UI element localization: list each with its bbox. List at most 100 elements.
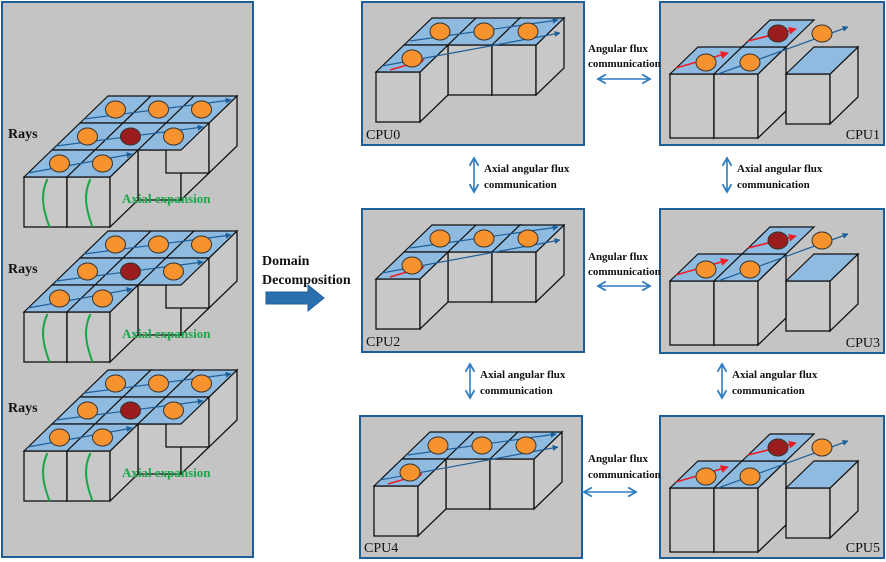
axial-expansion-label: Axial expansion <box>122 326 211 341</box>
angular-flux-comm-cpu0-cpu1: Angular flux communication <box>588 43 661 85</box>
cpu-panel-5: CPU5 <box>659 415 885 559</box>
fuel-pin-icon <box>77 401 98 420</box>
fuel-pin-icon <box>77 262 98 281</box>
fuel-pin-icon <box>148 100 169 119</box>
fuel-pin-icon <box>105 100 126 119</box>
fuel-pin-icon <box>401 256 423 275</box>
fuel-pin-icon <box>517 229 539 248</box>
fuel-pin-icon <box>77 127 98 146</box>
cell-front-face <box>491 44 537 96</box>
fuel-pin-icon <box>811 231 833 250</box>
rays-label: Rays <box>8 262 38 277</box>
angular-flux-comm-cpu4-cpu5: Angular flux communication <box>582 453 661 498</box>
comm-label-line1: Angular flux <box>588 43 649 55</box>
axial-comm-cpu3-cpu5: Axial angular flux communication <box>716 362 818 400</box>
cell-front-face <box>669 73 715 139</box>
cpu-label: CPU2 <box>366 335 400 350</box>
fuel-pin-icon <box>49 289 70 308</box>
cpu-panel-3: CPU3 <box>659 208 885 354</box>
fuel-pin-icon <box>429 22 451 41</box>
axial-expansion-curve <box>85 178 94 228</box>
fuel-pin-icon <box>148 235 169 254</box>
cpu-panel-4: CPU4 <box>359 415 583 559</box>
fuel-pin-icon <box>105 374 126 393</box>
rays-label: Rays <box>8 127 38 142</box>
cell-front-face <box>491 251 537 303</box>
fuel-pin-icon <box>515 436 537 455</box>
cell-front-face <box>785 280 831 332</box>
fuel-pin-icon <box>695 467 717 486</box>
axial-angular-flux-communications: Axial angular flux communication Axial a… <box>464 156 823 400</box>
characteristic-ray-arrow <box>27 152 133 174</box>
fuel-pin-icon <box>163 262 184 281</box>
comm-label-line2: communication <box>737 179 810 191</box>
characteristic-ray-arrow <box>27 426 133 448</box>
control-rod-pin-icon <box>767 24 789 43</box>
comm-label-line1: Angular flux <box>588 251 649 263</box>
fuel-pin-icon <box>739 467 761 486</box>
axial-expansion-curve <box>42 313 51 363</box>
cell-front-face <box>669 487 715 553</box>
cell-front-face <box>713 487 759 553</box>
comm-label-line2: communication <box>480 385 553 397</box>
control-rod-pin-icon <box>767 231 789 250</box>
comm-label-line2: communication <box>732 385 805 397</box>
angular-flux-communications: Angular flux communication Angular flux … <box>582 43 661 498</box>
cell-front-face <box>375 71 421 123</box>
comm-label-line1: Axial angular flux <box>737 163 823 175</box>
cpu-panel-2: CPU2 <box>361 208 585 353</box>
axial-comm-cpu0-cpu2: Axial angular flux communication <box>468 156 570 194</box>
fuel-pin-icon <box>92 428 113 447</box>
control-rod-pin-icon <box>120 262 141 281</box>
fuel-pin-icon <box>399 463 421 482</box>
axial-expansion-curve <box>85 313 94 363</box>
cell-front-face <box>375 278 421 330</box>
comm-label-line1: Angular flux <box>588 453 649 465</box>
cell-front-face <box>785 73 831 125</box>
comm-label-line2: communication <box>588 266 661 278</box>
cpu-label: CPU5 <box>846 541 880 556</box>
fuel-pin-icon <box>163 401 184 420</box>
cell-front-face <box>713 280 759 346</box>
fuel-pin-icon <box>92 154 113 173</box>
angular-flux-comm-cpu2-cpu3: Angular flux communication <box>588 251 661 292</box>
domain-decomposition-line2: Decomposition <box>262 273 351 288</box>
fuel-pin-icon <box>517 22 539 41</box>
comm-label-line1: Axial angular flux <box>480 369 566 381</box>
cpu-label: CPU3 <box>846 336 880 351</box>
fuel-pin-icon <box>739 53 761 72</box>
cell-front-face <box>713 73 759 139</box>
fuel-pin-icon <box>427 436 449 455</box>
cpu-panel-0: CPU0 <box>361 1 585 146</box>
fuel-pin-icon <box>429 229 451 248</box>
axial-comm-cpu2-cpu4: Axial angular flux communication <box>464 362 566 400</box>
fuel-pin-icon <box>473 229 495 248</box>
fuel-pin-icon <box>49 428 70 447</box>
comm-label-line2: communication <box>588 469 661 481</box>
cpu-label: CPU0 <box>366 128 400 143</box>
domain-decomposition-label: Domain Decomposition <box>262 254 351 313</box>
fuel-pin-icon <box>92 289 113 308</box>
control-rod-pin-icon <box>120 401 141 420</box>
axial-comm-cpu1-cpu3: Axial angular flux communication <box>721 156 823 194</box>
control-rod-pin-icon <box>120 127 141 146</box>
fuel-pin-icon <box>401 49 423 68</box>
axial-expansion-curve <box>42 178 51 228</box>
cell-top-face <box>784 46 860 75</box>
fuel-pin-icon <box>163 127 184 146</box>
rays-label: Rays <box>8 401 38 416</box>
axial-expansion-curve <box>85 452 94 502</box>
fuel-pin-icon <box>148 374 169 393</box>
cpu-label: CPU1 <box>846 128 880 143</box>
domain-decomposition-arrow <box>265 283 325 313</box>
fuel-pin-icon <box>191 100 212 119</box>
axial-expansion-label: Axial expansion <box>122 465 211 480</box>
fuel-pin-icon <box>695 53 717 72</box>
cpu-panel-1: CPU1 <box>659 1 885 146</box>
comm-label-line2: communication <box>484 179 557 191</box>
